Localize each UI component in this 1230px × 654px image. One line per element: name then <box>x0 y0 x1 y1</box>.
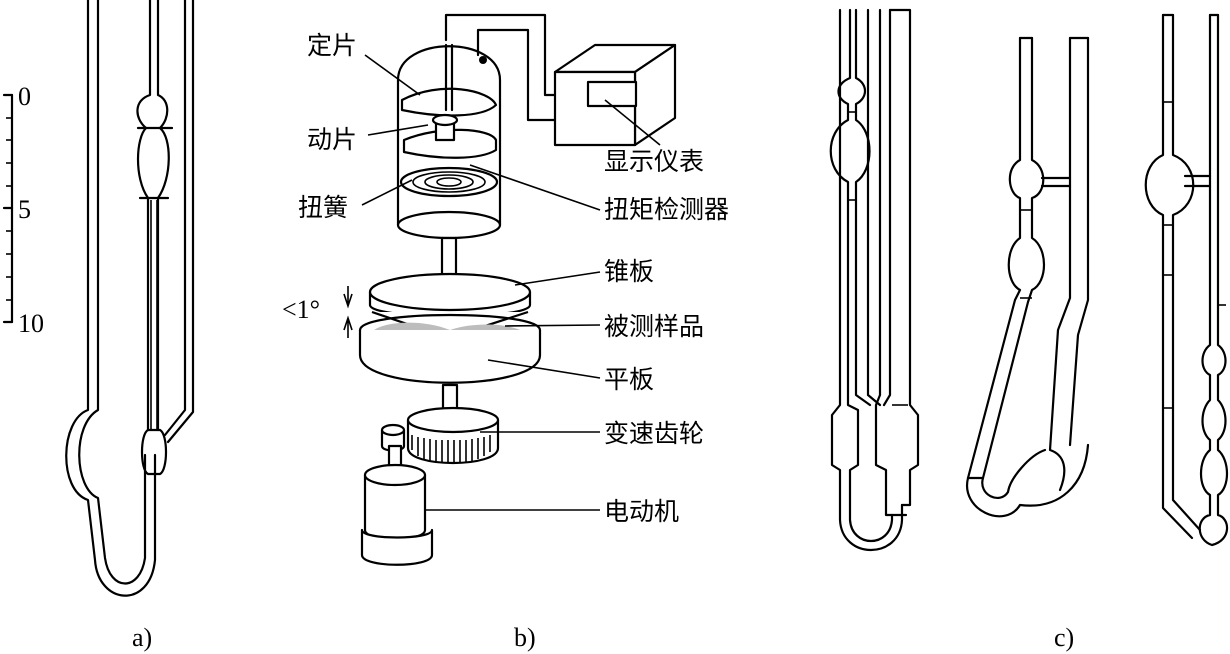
cone-plate <box>368 272 532 340</box>
scale-tick-10: 10 <box>18 309 44 338</box>
caption-c: c) <box>1054 623 1074 652</box>
scale-tick-5: 5 <box>18 195 31 224</box>
label-gear: 变速齿轮 <box>604 419 704 448</box>
label-torque-detector: 扭矩检测器 <box>604 195 729 224</box>
scale-tick-0: 0 <box>18 82 31 111</box>
label-cone-plate: 锥板 <box>604 257 654 286</box>
viscometer-c3 <box>1144 13 1229 547</box>
flat-plate <box>358 313 542 384</box>
label-fixed-plate: 定片 <box>307 31 357 60</box>
cone-angle-label: <1° <box>282 295 320 324</box>
caption-a: a) <box>132 623 152 652</box>
scale: 0 5 10 <box>2 82 44 338</box>
torque-detector <box>396 43 502 240</box>
caption-b: b) <box>514 623 536 652</box>
label-torsion-spring: 扭簧 <box>298 193 348 222</box>
label-display-meter: 显示仪表 <box>604 147 704 176</box>
gear <box>406 406 500 465</box>
motor <box>360 444 434 566</box>
panel-c-viscometer-types: c) <box>829 8 1229 652</box>
display-meter <box>553 43 677 147</box>
label-flat-plate: 平板 <box>604 365 654 394</box>
label-sample: 被测样品 <box>604 312 704 341</box>
panel-a-ostwald-viscometer: 0 5 10 a) <box>2 0 195 652</box>
panel-b-cone-plate-viscometer: <1° 定片 动片 扭簧 显示仪表 扭矩检测器 锥板 被测样品 平板 变速齿轮 … <box>282 13 729 652</box>
label-motor: 电动机 <box>604 497 679 526</box>
viscometer-c1 <box>829 8 920 552</box>
label-moving-plate: 动片 <box>307 125 357 154</box>
viscometer-c2 <box>965 36 1090 518</box>
